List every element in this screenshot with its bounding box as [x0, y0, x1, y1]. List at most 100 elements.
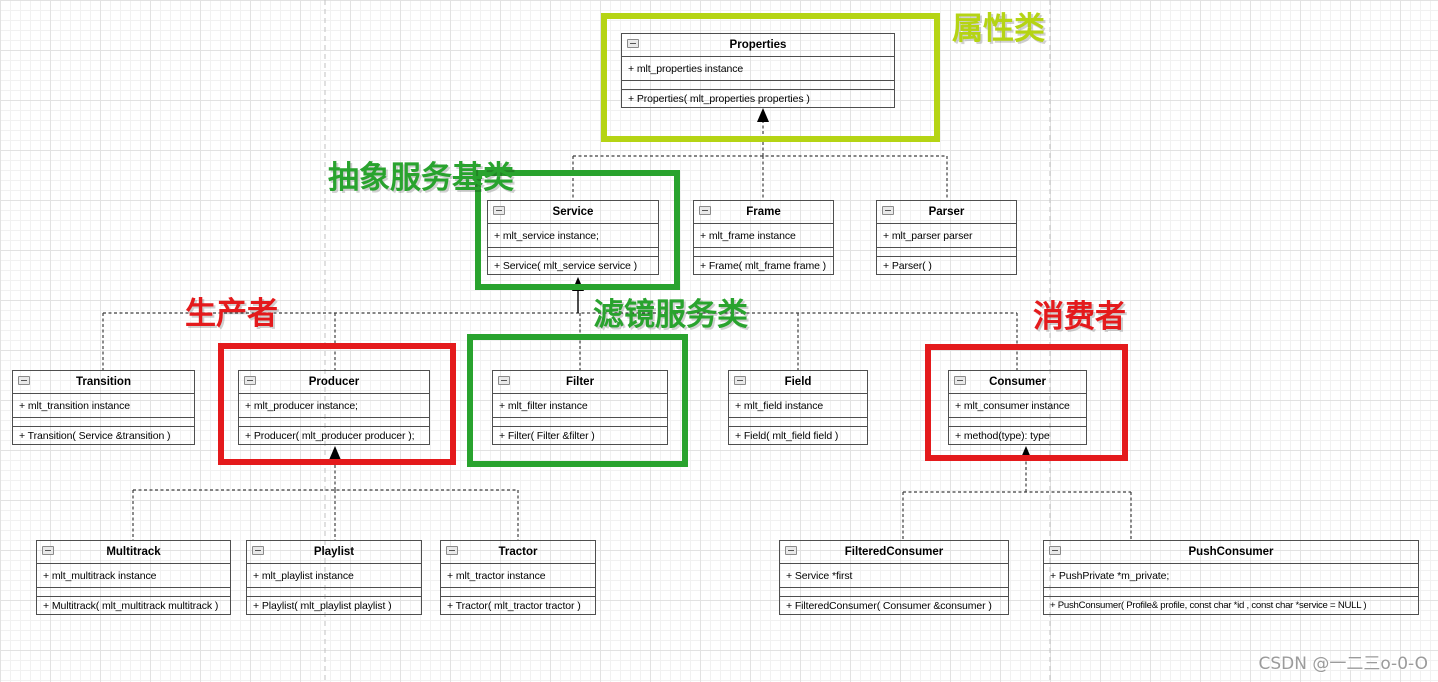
- class-name: Consumer: [989, 376, 1046, 388]
- row-separator: [877, 247, 1016, 257]
- class-attribute: + mlt_transition instance: [19, 399, 131, 412]
- class-title: Playlist: [247, 541, 421, 564]
- row-separator: [493, 417, 667, 427]
- class-name: PushConsumer: [1188, 546, 1274, 558]
- zone-label-abstract-service: 抽象服务基类: [328, 160, 514, 196]
- class-method: + Multitrack( mlt_multitrack multitrack …: [43, 599, 219, 612]
- class-title: Multitrack: [37, 541, 230, 564]
- class-title: Properties: [622, 34, 894, 57]
- class-attribute: + mlt_service instance;: [494, 229, 599, 242]
- class-title: Service: [488, 201, 658, 224]
- class-attribute: + mlt_multitrack instance: [43, 569, 157, 582]
- class-name: Service: [552, 206, 594, 218]
- row-separator: [1044, 587, 1418, 597]
- arrowhead-properties: [757, 108, 769, 122]
- class-box-consumer: Consumer + mlt_consumer instance + metho…: [948, 370, 1087, 445]
- class-name: Tractor: [498, 546, 538, 558]
- zone-label-producer: 生产者: [185, 296, 278, 332]
- class-method: + Service( mlt_service service ): [494, 259, 637, 272]
- csdn-watermark: CSDN @一二三o-0-O: [1258, 654, 1428, 674]
- collapse-icon: [446, 546, 458, 555]
- class-box-transition: Transition + mlt_transition instance + T…: [12, 370, 195, 445]
- class-attribute: + mlt_properties instance: [628, 62, 744, 75]
- class-name: Producer: [308, 376, 360, 388]
- class-title: FilteredConsumer: [780, 541, 1008, 564]
- row-separator: [247, 587, 421, 597]
- class-attribute: + mlt_tractor instance: [447, 569, 546, 582]
- collapse-icon: [18, 376, 30, 385]
- zone-label-properties: 属性类: [952, 11, 1045, 47]
- class-attribute: + mlt_parser parser: [883, 229, 973, 242]
- class-method: + Field( mlt_field field ): [735, 429, 839, 442]
- collapse-icon: [699, 206, 711, 215]
- class-title: Filter: [493, 371, 667, 394]
- collapse-icon: [498, 376, 510, 385]
- row-separator: [729, 417, 867, 427]
- zone-label-filter: 滤镜服务类: [593, 297, 748, 333]
- inheritance-connector-properties: [572, 121, 948, 200]
- class-box-parser: Parser + mlt_parser parser + Parser( ): [876, 200, 1017, 275]
- class-title: Transition: [13, 371, 194, 394]
- class-attribute: + mlt_consumer instance: [955, 399, 1070, 412]
- class-name: Filter: [565, 376, 595, 388]
- collapse-icon: [42, 546, 54, 555]
- row-separator: [780, 587, 1008, 597]
- row-separator: [239, 417, 429, 427]
- class-box-filter: Filter + mlt_filter instance + Filter( F…: [492, 370, 668, 445]
- collapse-icon: [1049, 546, 1061, 555]
- class-attribute: + PushPrivate *m_private;: [1050, 569, 1170, 582]
- row-separator: [694, 247, 833, 257]
- class-title: Parser: [877, 201, 1016, 224]
- class-box-field: Field + mlt_field instance + Field( mlt_…: [728, 370, 868, 445]
- class-attribute: + mlt_filter instance: [499, 399, 588, 412]
- class-attribute: + mlt_producer instance;: [245, 399, 358, 412]
- row-separator: [37, 587, 230, 597]
- row-separator: [441, 587, 595, 597]
- zone-label-consumer: 消费者: [1033, 299, 1126, 335]
- class-method: + Properties( mlt_properties properties …: [628, 92, 810, 105]
- class-title: Field: [729, 371, 867, 394]
- collapse-icon: [493, 206, 505, 215]
- collapse-icon: [882, 206, 894, 215]
- class-box-service: Service + mlt_service instance; + Servic…: [487, 200, 659, 275]
- class-attribute: + mlt_field instance: [735, 399, 824, 412]
- class-name: FilteredConsumer: [844, 546, 944, 558]
- class-name: Field: [784, 376, 812, 388]
- class-box-tractor: Tractor + mlt_tractor instance + Tractor…: [440, 540, 596, 615]
- class-name: Parser: [928, 206, 965, 218]
- class-box-multitrack: Multitrack + mlt_multitrack instance + M…: [36, 540, 231, 615]
- class-name: Frame: [746, 206, 781, 218]
- class-title: PushConsumer: [1044, 541, 1418, 564]
- arrowhead-producer: [329, 446, 341, 460]
- collapse-icon: [734, 376, 746, 385]
- arrowhead-consumer: [1020, 446, 1032, 460]
- class-title: Producer: [239, 371, 429, 394]
- class-method: + Filter( Filter &filter ): [499, 429, 595, 442]
- class-name: Transition: [76, 376, 131, 388]
- class-method: + method(type): type: [955, 429, 1050, 442]
- class-method: + FilteredConsumer( Consumer &consumer ): [786, 599, 992, 612]
- class-title: Frame: [694, 201, 833, 224]
- class-name: Playlist: [313, 546, 355, 558]
- collapse-icon: [954, 376, 966, 385]
- class-box-producer: Producer + mlt_producer instance; + Prod…: [238, 370, 430, 445]
- class-name: Properties: [729, 39, 787, 51]
- class-method: + Parser( ): [883, 259, 932, 272]
- class-attribute: + mlt_frame instance: [700, 229, 796, 242]
- class-title: Tractor: [441, 541, 595, 564]
- class-method: + Frame( mlt_frame frame ): [700, 259, 827, 272]
- class-method: + Producer( mlt_producer producer );: [245, 429, 415, 442]
- class-attribute: + Service *first: [786, 569, 853, 582]
- class-box-playlist: Playlist + mlt_playlist instance + Playl…: [246, 540, 422, 615]
- row-separator: [488, 247, 658, 257]
- arrowhead-service: [572, 277, 584, 291]
- class-method: + PushConsumer( Profile& profile, const …: [1050, 600, 1367, 611]
- class-attribute: + mlt_playlist instance: [253, 569, 354, 582]
- class-box-frame: Frame + mlt_frame instance + Frame( mlt_…: [693, 200, 834, 275]
- row-separator: [949, 417, 1086, 427]
- row-separator: [622, 80, 894, 90]
- collapse-icon: [244, 376, 256, 385]
- row-separator: [13, 417, 194, 427]
- inheritance-connector-producer: [132, 459, 519, 540]
